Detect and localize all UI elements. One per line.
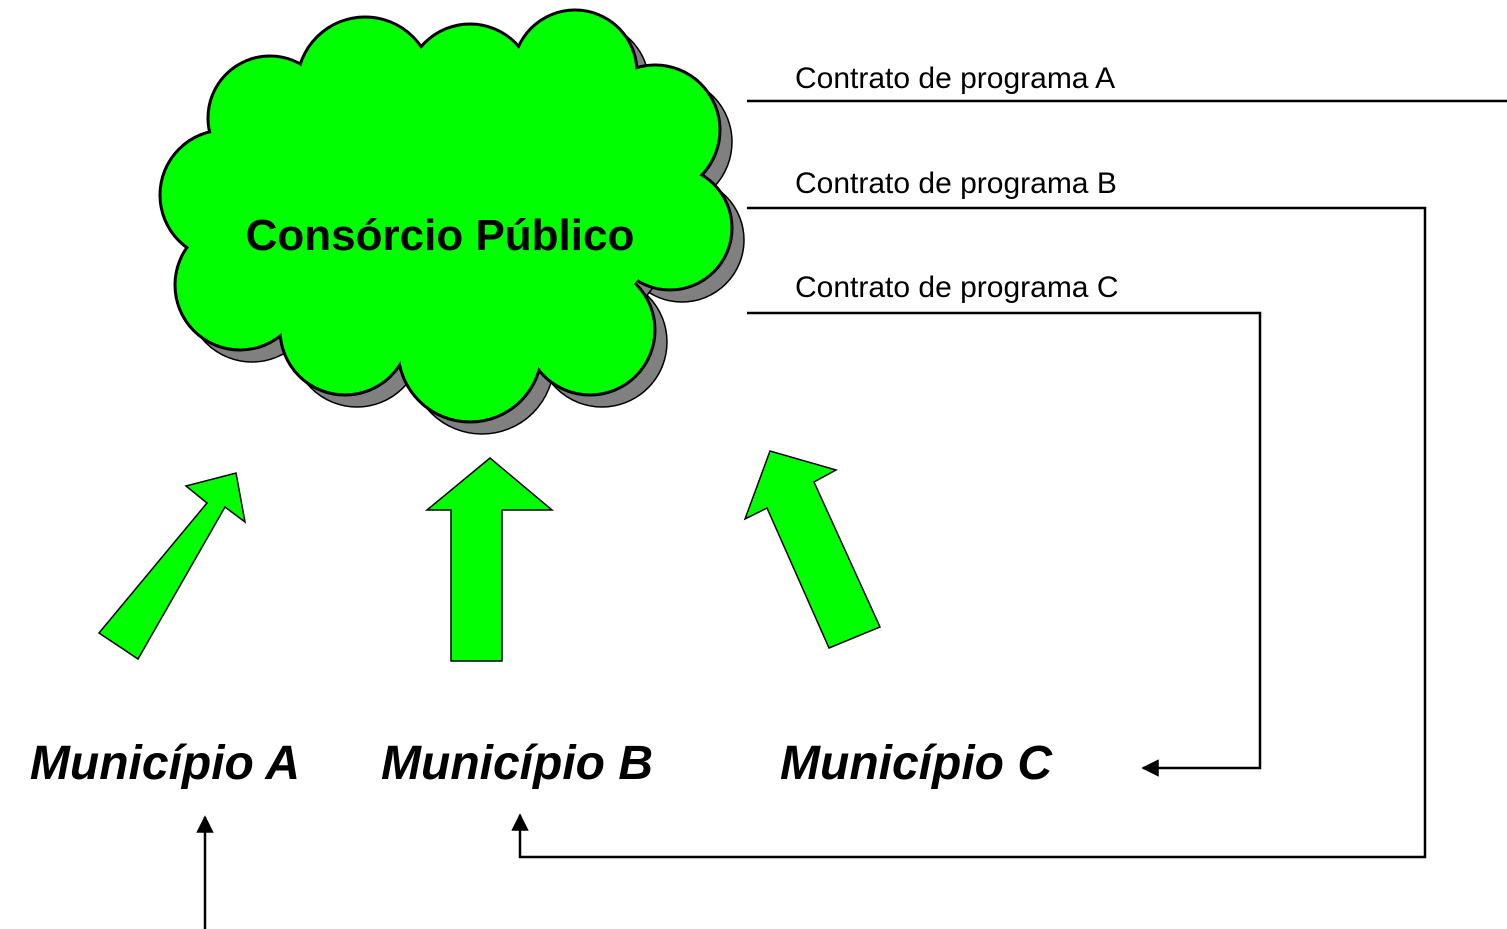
arrow-municipio-a [97,472,247,661]
cloud-fill [161,11,731,421]
arrow-municipio-c [743,450,882,649]
arrow-municipio-b [424,457,555,662]
municipio-label-a: Município A [30,737,300,790]
cloud-consorcio: Consórcio Público [158,8,734,424]
contract-line-b [511,206,1427,859]
municipio-label-c: Município C [780,737,1053,790]
contract-label-c: Contrato de programa C [795,271,1119,304]
contract-label-b: Contrato de programa B [795,167,1117,200]
municipio-label-b: Município B [381,737,653,790]
cloud-title: Consórcio Público [246,211,635,260]
contract-label-a: Contrato de programa A [795,62,1115,95]
contract-line-c [747,311,1262,777]
